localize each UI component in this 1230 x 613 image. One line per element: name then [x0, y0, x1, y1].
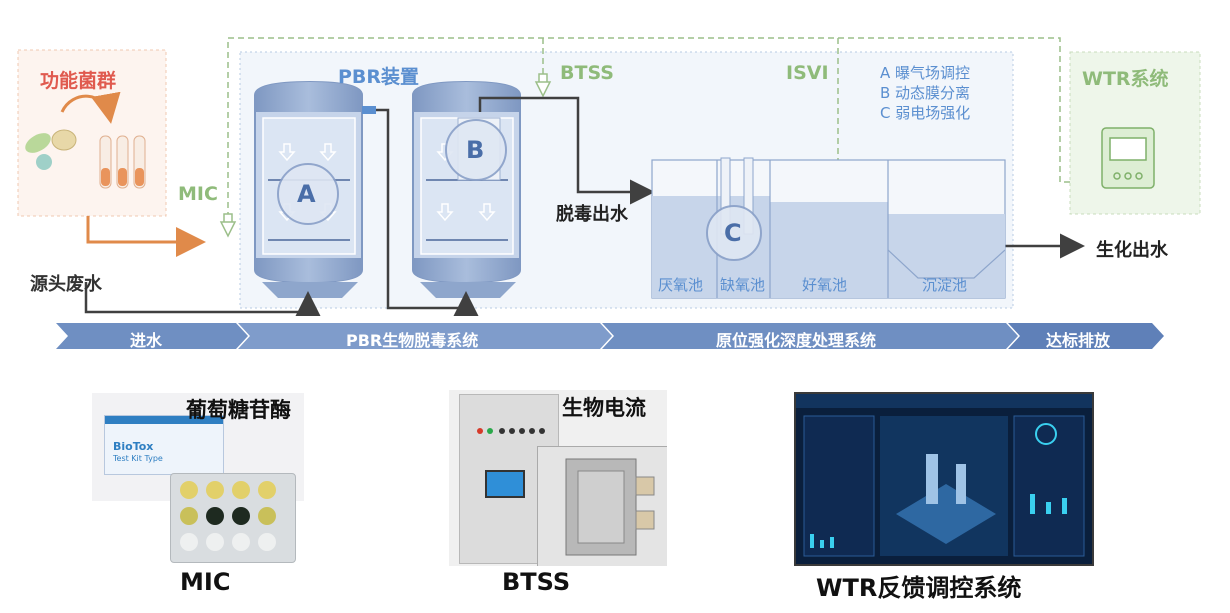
detox-out-label: 脱毒出水	[556, 204, 628, 225]
btss-photo-title: 生物电流	[562, 396, 646, 420]
btss-label: BTSS	[560, 62, 614, 84]
tank-anoxic-label: 缺氧池	[720, 276, 766, 294]
marker-a: A	[297, 180, 316, 208]
source-water-label: 源头废水	[30, 274, 102, 295]
wtr-dashboard-photo	[794, 392, 1094, 566]
controller-icon	[1101, 127, 1155, 189]
stage-deep-treatment: 原位强化深度处理系统	[716, 331, 877, 350]
legend-item-c: C 弱电场强化	[880, 104, 971, 122]
mic-photo-title: 葡萄糖苷酶	[186, 398, 291, 422]
pbr-tank-a	[254, 80, 376, 298]
transfer-pipe	[376, 108, 479, 316]
stage-pbr: PBR生物脱毒系统	[346, 331, 479, 350]
mic-caption: MIC	[180, 568, 231, 596]
kit-brand: BioTox	[113, 440, 154, 453]
mic-box-title: 功能菌群	[40, 70, 117, 92]
detox-pipe	[478, 96, 655, 205]
stage-inflow: 进水	[130, 331, 163, 350]
inlet-pipe	[84, 282, 321, 316]
tank-settling-label: 沉淀池	[922, 276, 968, 294]
mic-down-arrow	[219, 213, 237, 238]
marker-b: B	[466, 136, 485, 164]
btss-down-arrow	[534, 73, 552, 98]
isvi-label: ISVI	[786, 62, 829, 84]
kit-box: BioTox Test Kit Type	[104, 415, 224, 475]
treatment-tanks	[651, 157, 1006, 299]
well-plate	[170, 473, 296, 563]
btss-photo	[449, 390, 667, 566]
mic-photo: BioTox Test Kit Type	[92, 393, 304, 565]
stage-discharge: 达标排放	[1046, 331, 1111, 350]
flow-band	[56, 323, 1164, 349]
test-tubes-icon	[99, 135, 146, 189]
pbr-tank-b	[412, 80, 521, 298]
legend-item-b: B 动态膜分离	[880, 84, 971, 102]
kit-type: Test Kit Type	[113, 454, 163, 463]
wtr-box-title: WTR系统	[1082, 68, 1169, 90]
legend-item-a: A 曝气场调控	[880, 64, 971, 82]
pbr-title: PBR装置	[338, 66, 420, 88]
tank-aerobic-label: 好氧池	[802, 276, 848, 294]
bioreactor	[537, 446, 667, 566]
control-line	[227, 37, 1075, 218]
bacteria-icon	[25, 129, 77, 170]
mic-label: MIC	[178, 183, 218, 205]
marker-c: C	[724, 219, 742, 247]
mic-dosing-arrow	[86, 216, 206, 257]
bio-out-label: 生化出水	[1096, 240, 1168, 261]
culture-arrow	[60, 91, 121, 124]
wtr-caption: WTR反馈调控系统	[816, 574, 1022, 602]
btss-caption: BTSS	[502, 568, 571, 596]
tank-anaerobic-label: 厌氧池	[658, 276, 704, 294]
